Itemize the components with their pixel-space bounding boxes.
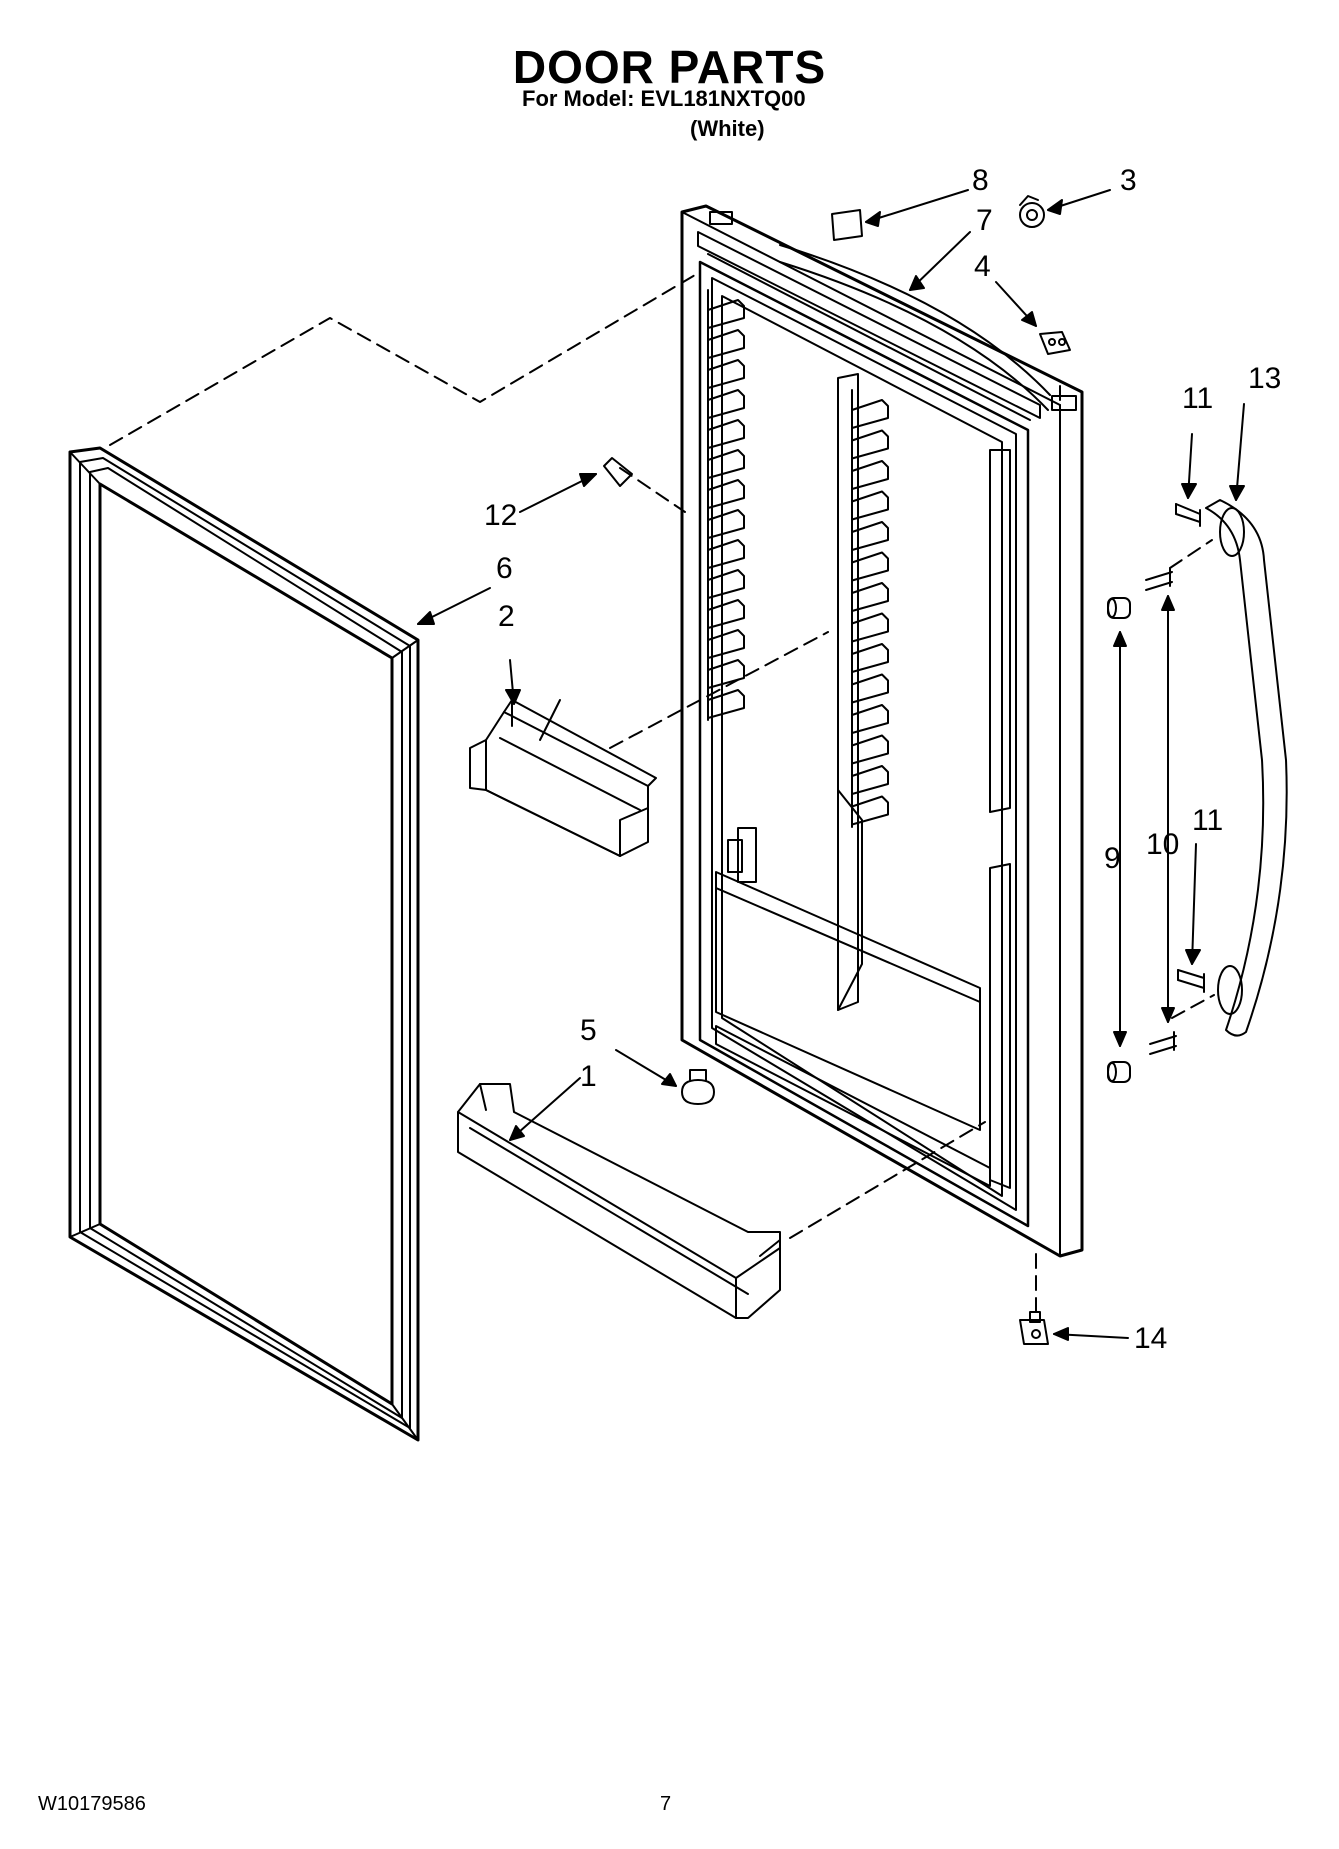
assembly-lines xyxy=(109,274,1215,1321)
spacer-part-9-bottom xyxy=(1107,1061,1131,1083)
dairy-bin xyxy=(469,699,657,857)
door-handle-part-13 xyxy=(1205,499,1288,1037)
label-part-8 xyxy=(831,209,863,241)
shelf-rib-left xyxy=(707,509,745,539)
callout-3: 3 xyxy=(1120,164,1137,197)
callout-6: 6 xyxy=(496,552,513,585)
shelf-rib-left xyxy=(707,359,745,389)
shelf-rib-left xyxy=(707,659,745,689)
callout-11-bottom: 11 xyxy=(1192,804,1223,837)
screw-part-11-bottom xyxy=(1177,969,1205,993)
spacer-part-9-top xyxy=(1107,597,1131,619)
shelf-rib-left xyxy=(707,539,745,569)
shelf-rib-left xyxy=(707,389,745,419)
callout-4: 4 xyxy=(974,250,991,283)
callout-9: 9 xyxy=(1104,842,1121,875)
lower-door-bin xyxy=(457,1083,781,1319)
shelf-rib-left xyxy=(707,569,745,599)
callout-12: 12 xyxy=(484,499,517,532)
callout-5: 5 xyxy=(580,1014,597,1047)
shelf-rib-left xyxy=(707,689,745,719)
screw-part-10-bottom xyxy=(1149,1031,1177,1055)
callout-1: 1 xyxy=(580,1060,597,1093)
callout-10: 10 xyxy=(1146,828,1179,861)
shelf-rib-left xyxy=(707,629,745,659)
page-title: DOOR PARTS xyxy=(512,41,827,93)
plug-part-3 xyxy=(1019,195,1045,228)
shelf-ribs-left xyxy=(707,289,745,721)
doc-number: W10179586 xyxy=(38,1793,146,1815)
clip-part-12 xyxy=(603,457,633,487)
callout-14: 14 xyxy=(1134,1322,1167,1355)
foot-part-5 xyxy=(681,1069,715,1105)
callout-8: 8 xyxy=(972,164,989,197)
screw-part-11-top xyxy=(1175,503,1201,527)
color-line: (White) xyxy=(690,116,765,141)
shelf-ribs-center xyxy=(851,389,889,828)
shelf-rib-left xyxy=(707,449,745,479)
callout-2: 2 xyxy=(498,600,515,633)
door-liner xyxy=(680,204,1084,1258)
shelf-rib-left xyxy=(707,329,745,359)
shelf-rib-left xyxy=(707,419,745,449)
callout-11-top: 11 xyxy=(1182,382,1213,415)
shelf-rib-left xyxy=(707,479,745,509)
screw-part-10-top xyxy=(1145,567,1173,591)
door-gasket xyxy=(68,446,420,1442)
leader-arrows xyxy=(417,189,1245,1341)
callout-13: 13 xyxy=(1248,362,1281,395)
callout-7: 7 xyxy=(976,204,993,237)
page-number: 7 xyxy=(660,1793,672,1815)
model-line: For Model: EVL181NXTQ00 xyxy=(522,86,806,111)
shelf-rib-left xyxy=(707,599,745,629)
hinge-part-14 xyxy=(1019,1311,1049,1345)
hinge-part-4 xyxy=(1039,331,1071,355)
